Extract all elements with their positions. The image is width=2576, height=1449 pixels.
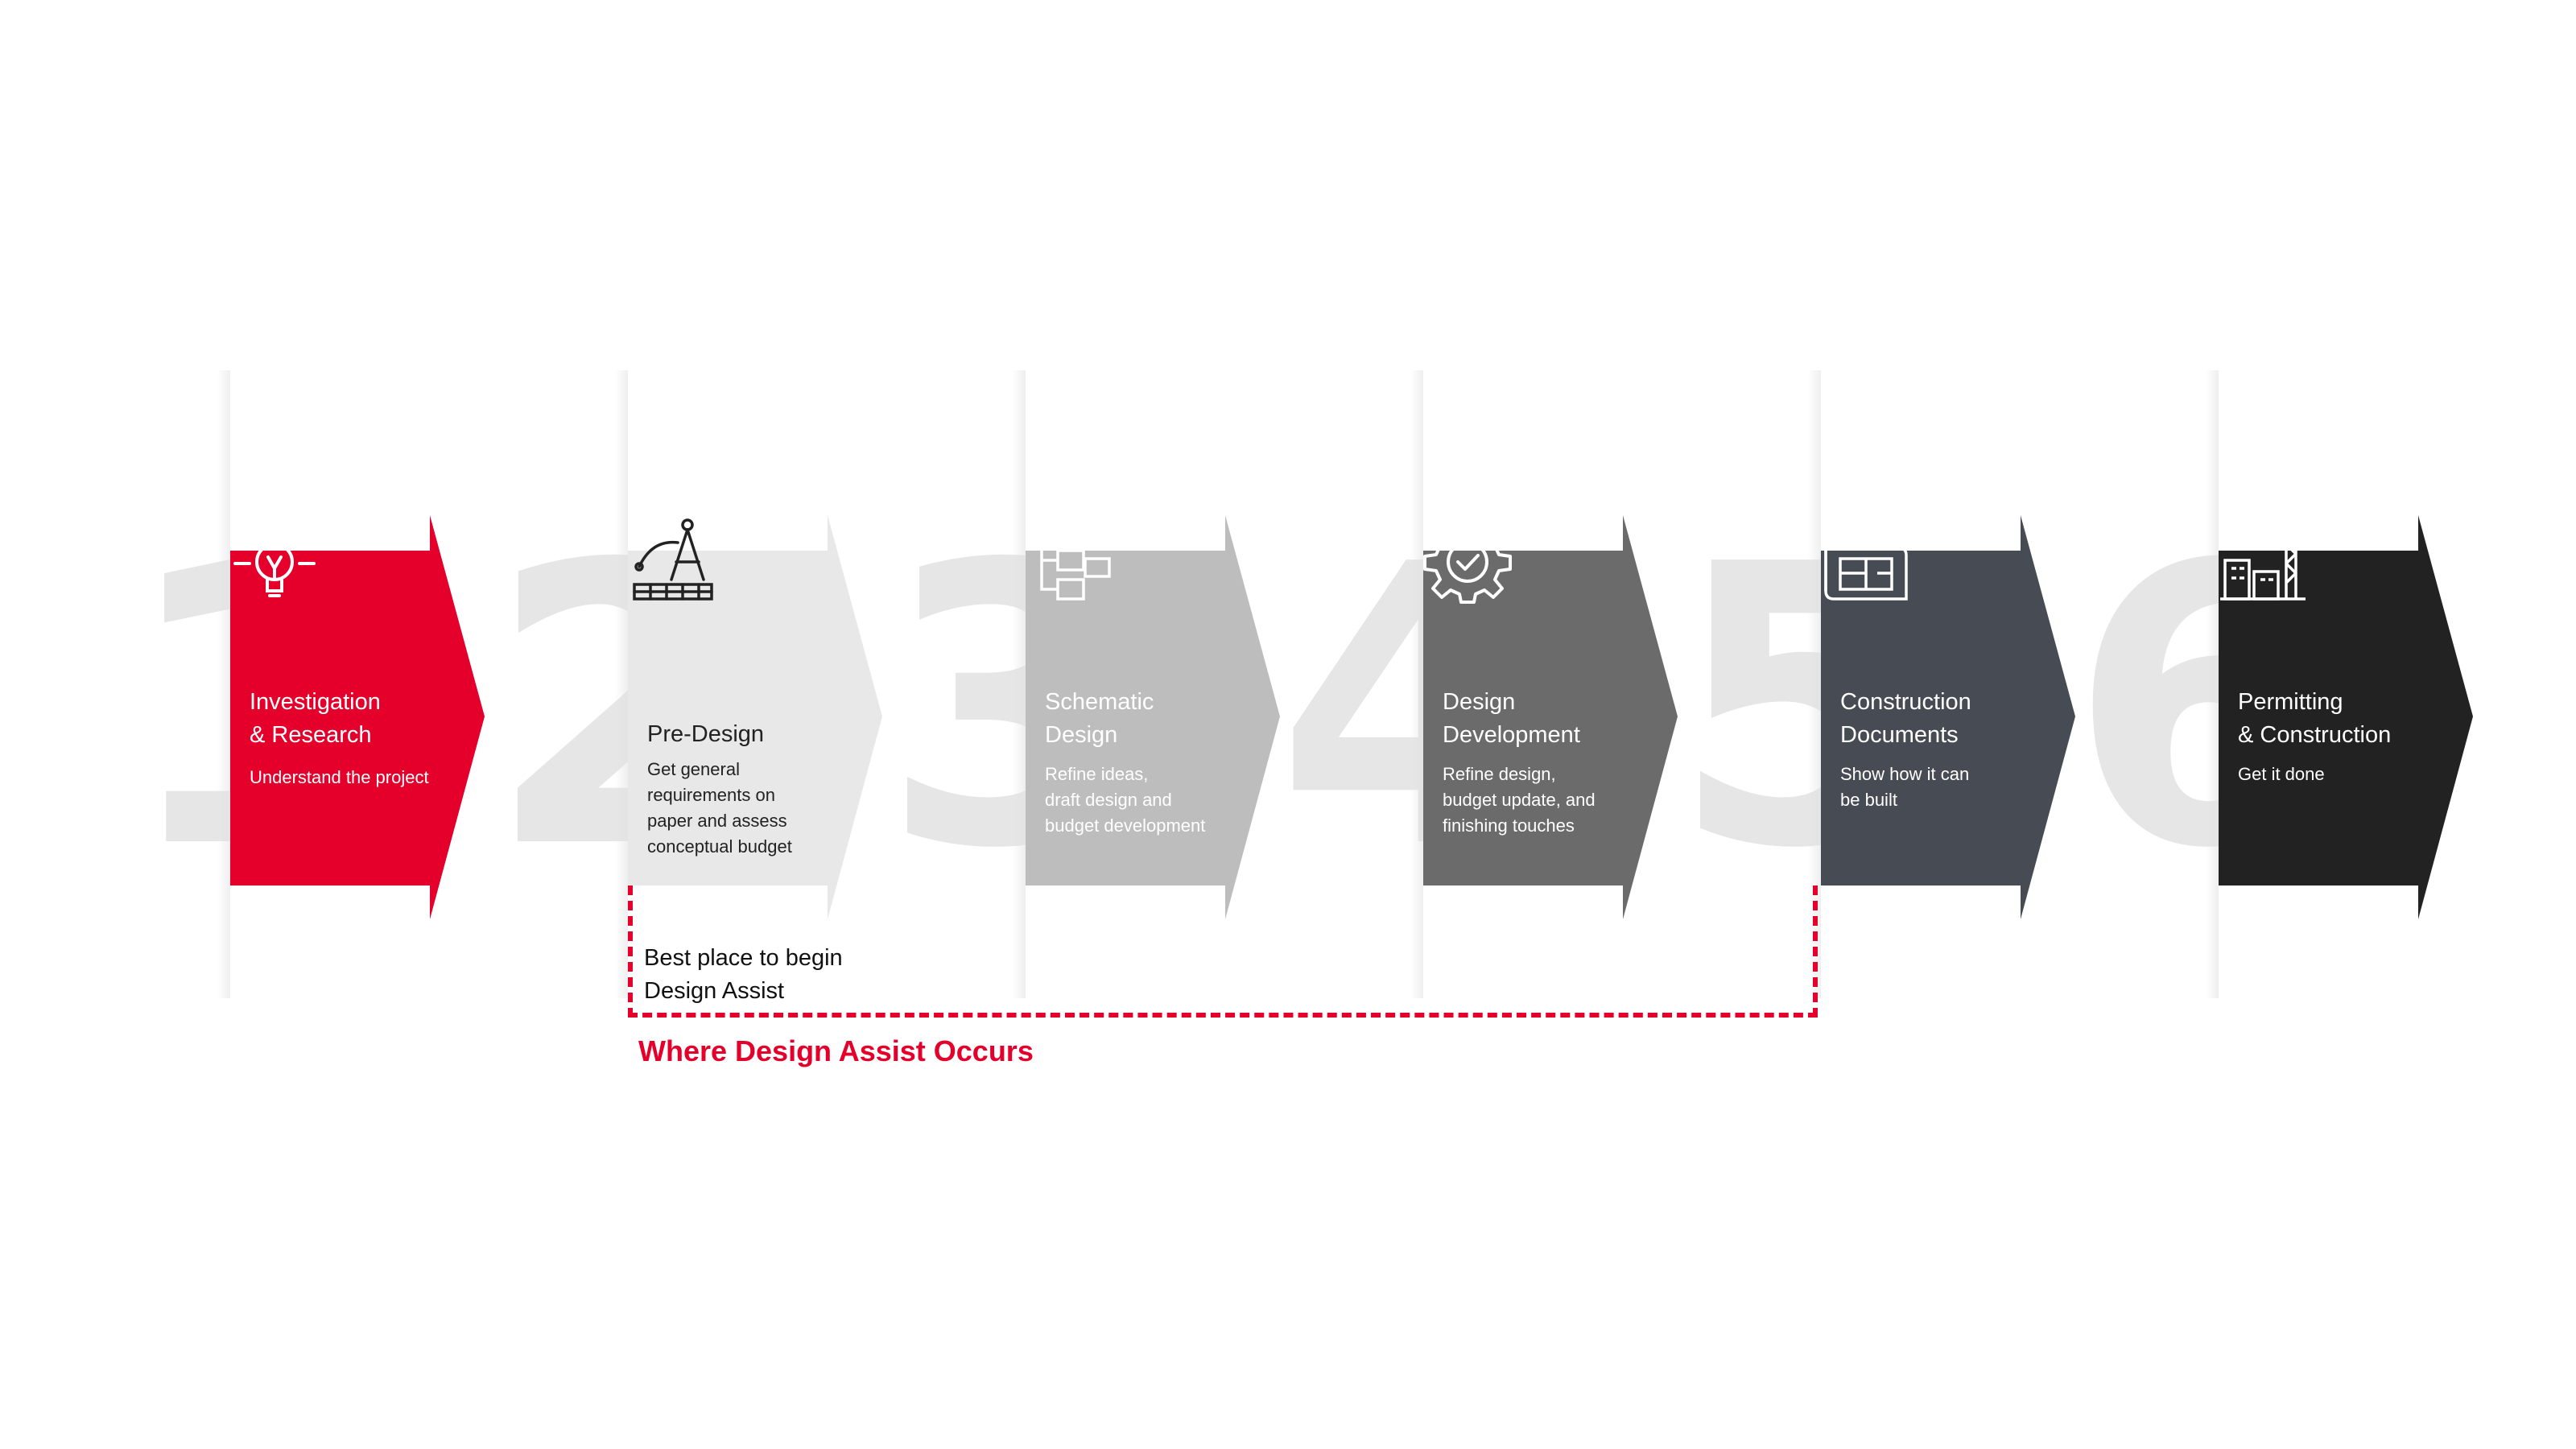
flowchart-gear-icon <box>1029 518 1111 601</box>
step-1-description: Understand the project <box>250 767 429 787</box>
shadow-stripe <box>1013 370 1026 998</box>
design-assist-label: Where Design Assist Occurs <box>638 1034 1034 1067</box>
step-5-chevron: Construction Documents Show how it can b… <box>1821 515 2075 919</box>
shadow-stripe <box>615 370 628 998</box>
step-3-description: Refine ideas, draft design and budget de… <box>1045 764 1206 836</box>
blueprint-icon <box>1824 517 1908 601</box>
step-3-title: Schematic Design <box>1045 689 1154 748</box>
step-2-title: Pre-Design <box>647 721 765 747</box>
step-2-chevron: Pre-Design Get general requirements on p… <box>628 515 882 919</box>
best-place-note: Best place to begin Design Assist <box>644 945 843 1004</box>
step-5-title: Construction Documents <box>1840 689 1971 748</box>
gear-check-icon <box>1423 518 1512 604</box>
design-assist-bracket <box>628 886 1818 1018</box>
step-3-chevron: Schematic Design Refine ideas, draft des… <box>1026 515 1280 919</box>
step-5-description: Show how it can be built <box>1840 764 1970 810</box>
step-1-chevron: Investigation & Research Understand the … <box>230 515 485 919</box>
shadow-stripe <box>2206 370 2219 998</box>
step-2-description: Get general requirements on paper and as… <box>647 759 792 857</box>
step-4-description: Refine design, budget update, and finish… <box>1443 764 1596 836</box>
step-4-title: Design Development <box>1443 689 1580 748</box>
shadow-stripe <box>217 370 230 998</box>
step-4-chevron: Design Development Refine design, budget… <box>1423 515 1678 919</box>
drafting-compass-icon <box>633 518 713 601</box>
crane-building-icon <box>2220 516 2306 601</box>
step-6-chevron: Permitting & Construction Get it done <box>2219 515 2473 919</box>
lightbulb-icon <box>233 520 316 597</box>
shadow-stripe <box>1808 370 1821 998</box>
shadow-stripe <box>1410 370 1423 998</box>
step-6-description: Get it done <box>2238 764 2325 784</box>
step-1-title: Investigation & Research <box>250 689 381 748</box>
step-6-title: Permitting & Construction <box>2238 689 2392 748</box>
